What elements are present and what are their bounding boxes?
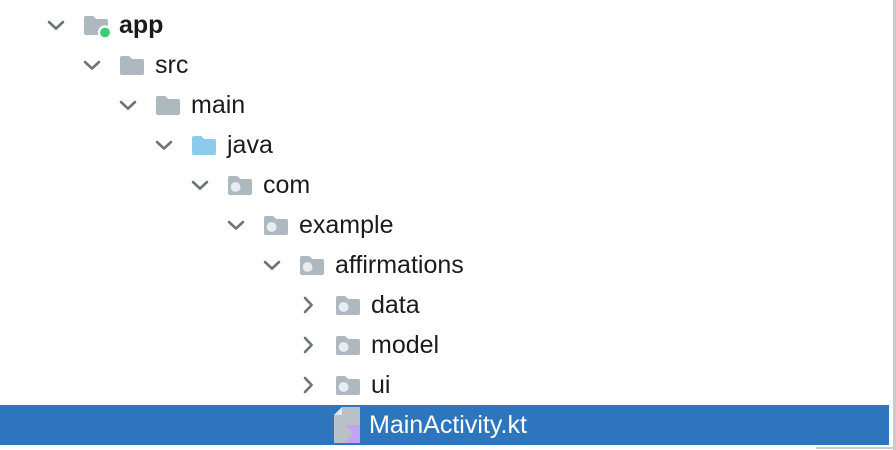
chevron-down-icon[interactable] xyxy=(224,205,248,245)
tree-item-java[interactable]: java xyxy=(0,125,893,165)
tree-item-label: ui xyxy=(371,370,391,399)
panel-bottom-edge xyxy=(816,447,893,449)
package-icon xyxy=(334,365,362,405)
tree-item-app[interactable]: app xyxy=(0,5,893,45)
tree-item-src[interactable]: src xyxy=(0,45,893,85)
chevron-spacer xyxy=(296,405,320,445)
tree-item-label: main xyxy=(191,90,246,119)
kotlin-file-icon xyxy=(334,405,360,445)
chevron-right-icon[interactable] xyxy=(296,325,320,365)
chevron-down-icon[interactable] xyxy=(116,85,140,125)
tree-item-label: affirmations xyxy=(335,250,464,279)
tree-item-example[interactable]: example xyxy=(0,205,893,245)
tree-item-label: src xyxy=(155,50,189,79)
tree-item-label: com xyxy=(263,170,311,199)
tree-item-label: java xyxy=(227,130,273,159)
package-icon xyxy=(226,165,254,205)
tree-item-label: app xyxy=(119,10,164,39)
tree-item-affirmations[interactable]: affirmations xyxy=(0,245,893,285)
tree-item-data[interactable]: data xyxy=(0,285,893,325)
tree-item-label: model xyxy=(371,330,440,359)
chevron-right-icon[interactable] xyxy=(296,365,320,405)
tree-item-label: example xyxy=(299,210,394,239)
chevron-right-icon[interactable] xyxy=(296,285,320,325)
android-module-folder-icon xyxy=(82,5,113,45)
tree-item-main[interactable]: main xyxy=(0,85,893,125)
chevron-down-icon[interactable] xyxy=(260,245,284,285)
source-folder-icon xyxy=(190,125,218,165)
chevron-down-icon[interactable] xyxy=(152,125,176,165)
tree-item-mainactivity-kt[interactable]: MainActivity.kt xyxy=(0,405,889,445)
tree-item-model[interactable]: model xyxy=(0,325,893,365)
chevron-down-icon[interactable] xyxy=(188,165,212,205)
folder-icon xyxy=(118,45,146,85)
tree-item-label: MainActivity.kt xyxy=(369,410,527,439)
package-icon xyxy=(298,245,326,285)
tree-item-label: data xyxy=(371,290,420,319)
folder-icon xyxy=(154,85,182,125)
package-icon xyxy=(262,205,290,245)
package-icon xyxy=(334,325,362,365)
tree-item-com[interactable]: com xyxy=(0,165,893,205)
chevron-down-icon[interactable] xyxy=(80,45,104,85)
chevron-down-icon[interactable] xyxy=(44,5,68,45)
tree-item-ui[interactable]: ui xyxy=(0,365,893,405)
package-icon xyxy=(334,285,362,325)
